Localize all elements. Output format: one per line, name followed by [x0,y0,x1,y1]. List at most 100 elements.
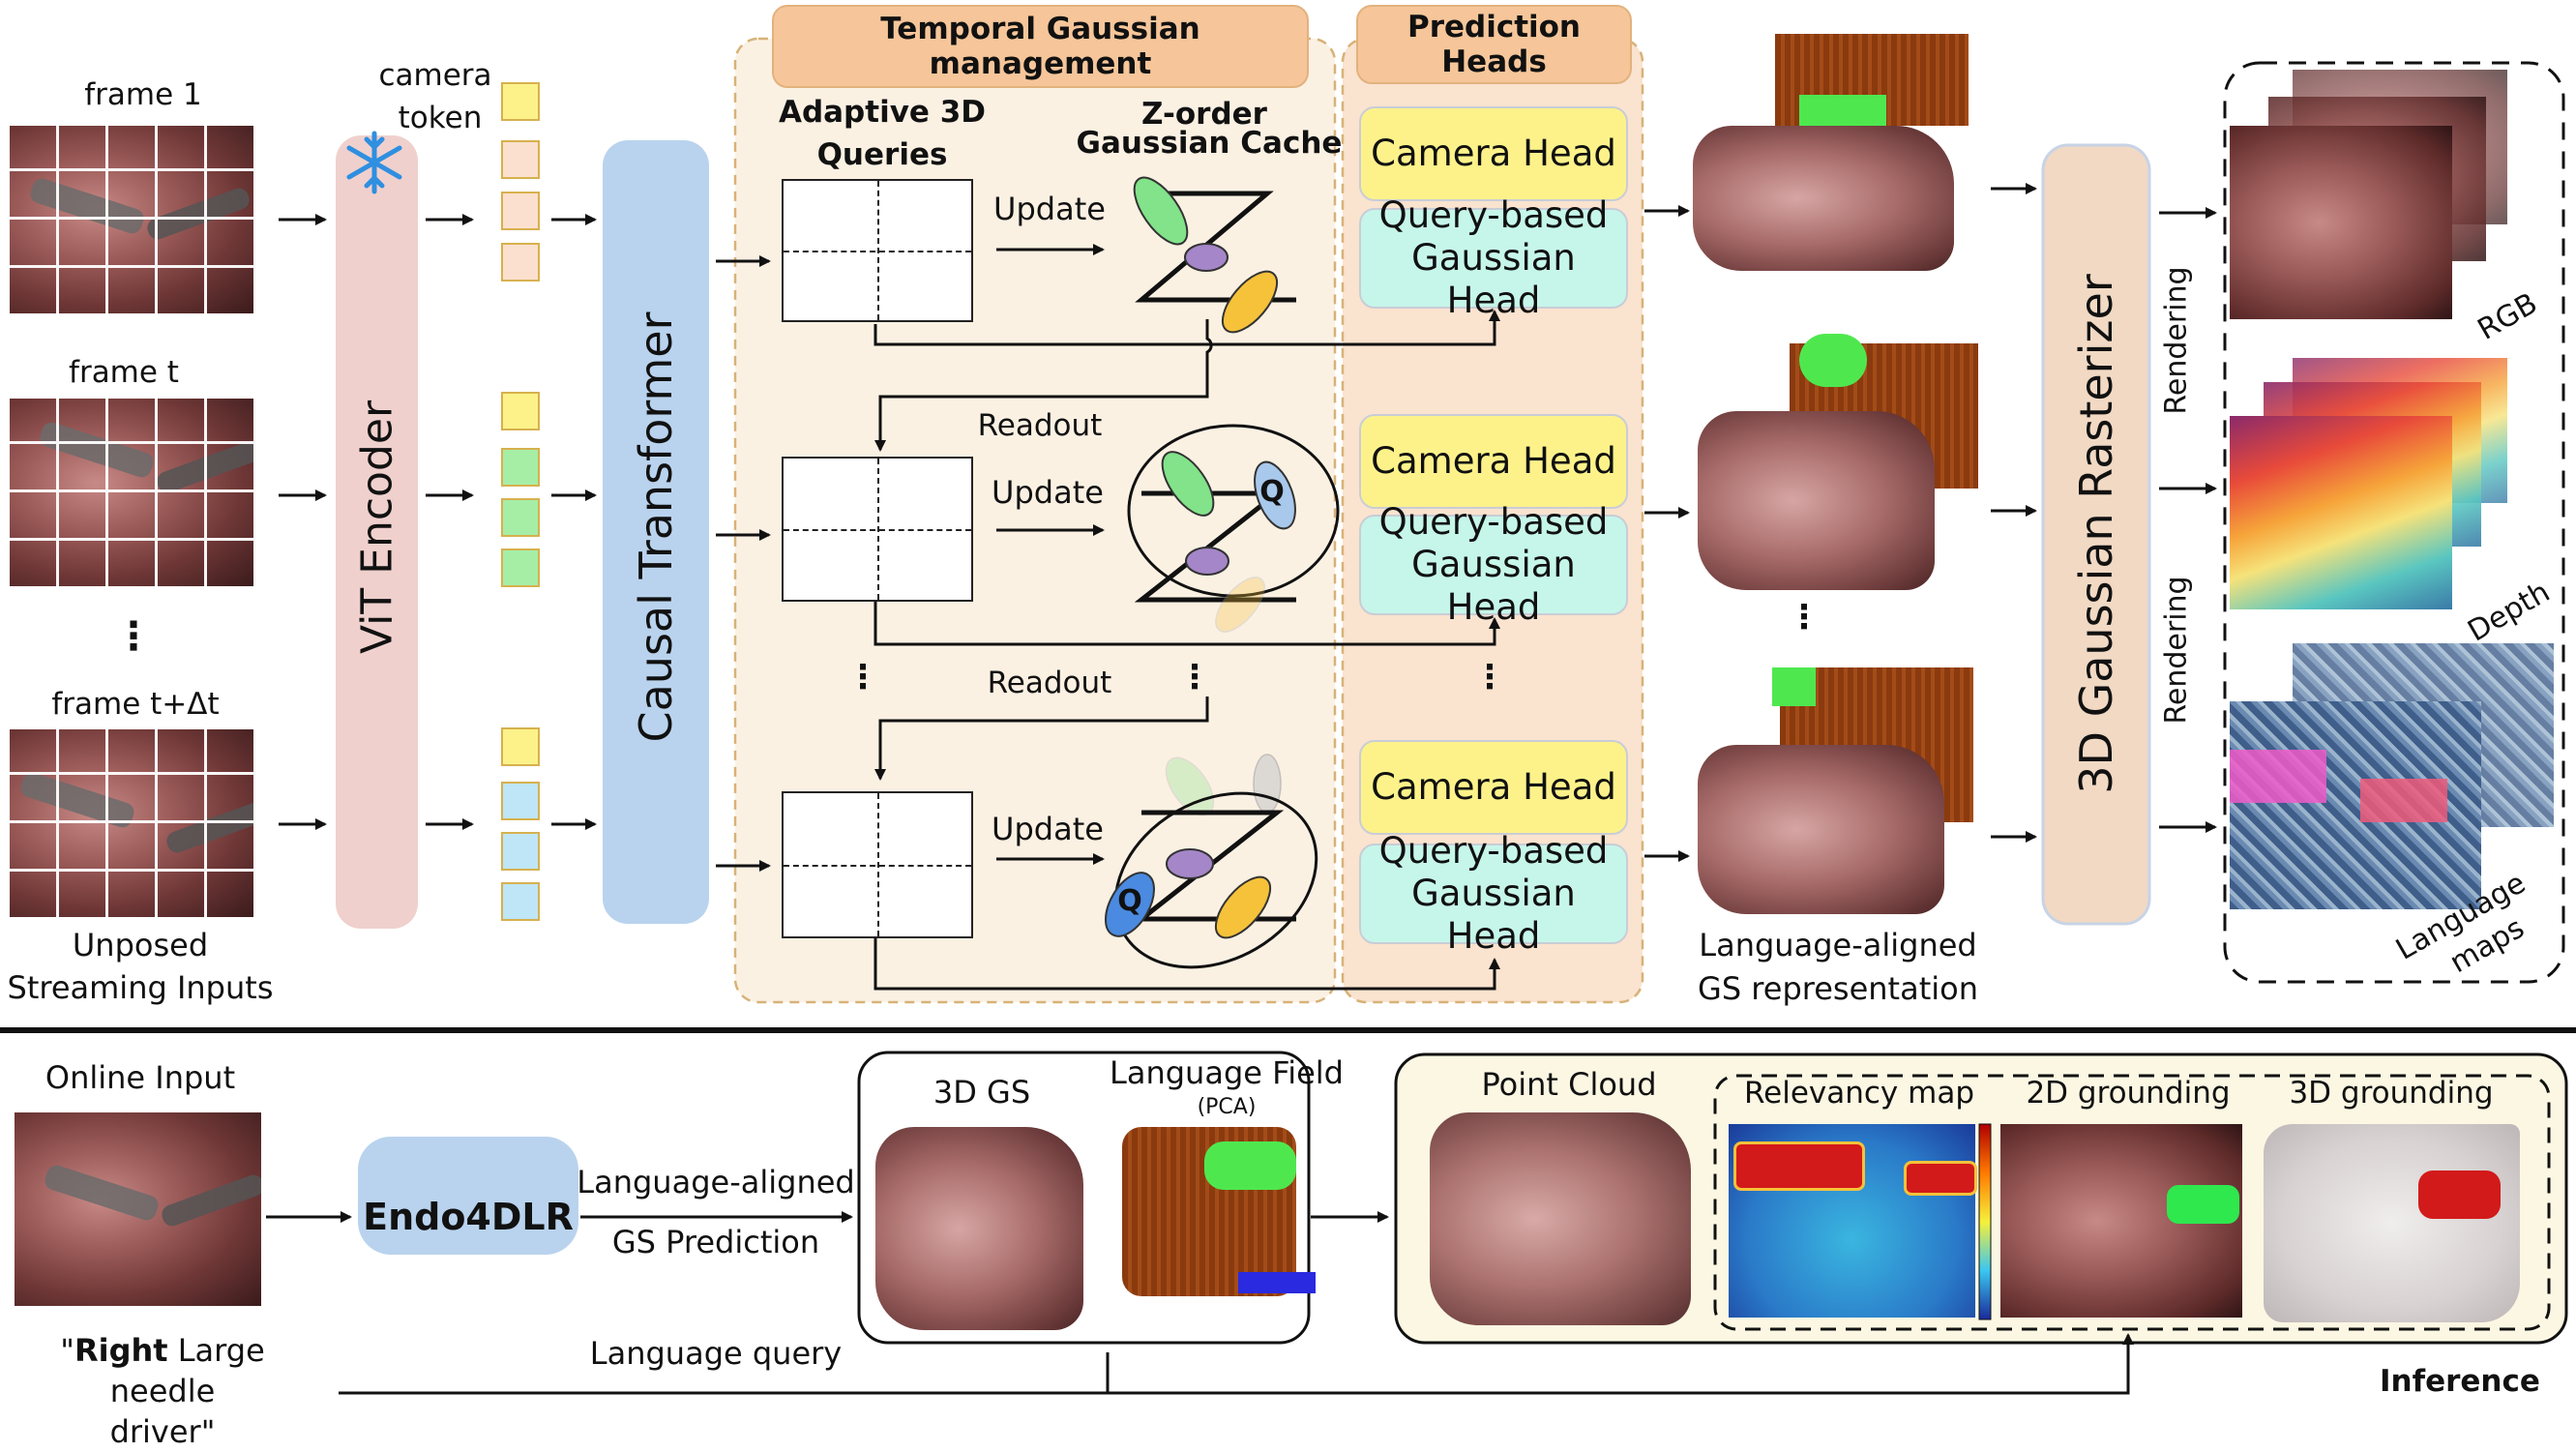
endo4dlr-block [358,1137,578,1255]
input-caption-1: Unposed [72,927,209,963]
update-label-1: Update [993,191,1106,227]
patch-token [501,782,540,820]
rendering-label-2: Rendering [2159,576,2194,725]
point-cloud-label: Point Cloud [1481,1066,1657,1103]
ellipsis-queries: ⋮ [846,658,879,696]
encoder-block [336,135,418,929]
rgb-render [2230,126,2452,319]
gs-representation-1 [1693,126,1954,271]
causal-transformer-label: Causal Transformer [630,311,682,743]
outputs-frame [2223,61,2565,984]
relevancy-label: Relevancy map [1743,1076,1975,1111]
patch-token [501,192,540,230]
language-query-label: Language query [589,1335,843,1372]
camera-head-3: Camera Head [1359,740,1628,835]
gs3d-label: 3D GS [933,1074,1031,1111]
frame-1-label: frame 1 [84,77,202,112]
ellipsis-heads: ⋮ [1473,658,1506,696]
camera-head-2: Camera Head [1359,414,1628,509]
frame-t-label: frame t [69,355,179,390]
input-frame-1 [8,124,257,315]
grounding3d-mask [2418,1170,2501,1219]
lang-highlight-pink [2230,750,2326,803]
rasterizer-block [2041,143,2151,926]
rendering-label-1: Rendering [2159,266,2194,415]
camera-token-label-2: token [398,101,483,135]
relevancy-hotspot-2 [1904,1161,1977,1196]
gs-representation-3 [1698,745,1944,914]
query-letter-3: Q [1117,884,1142,918]
online-input-image [15,1112,261,1306]
rasterizer-label: 3D Gaussian Rasterizer [2070,274,2122,794]
grounding3d-image [2264,1124,2520,1322]
frame-ellipsis: ⋮ [114,614,153,659]
camera-token [501,727,540,766]
query-letter-2: Q [1259,475,1285,509]
gs-representation-2 [1698,411,1935,590]
queries-label-1: Adaptive 3D [778,95,987,130]
update-label-3: Update [992,811,1104,847]
ellipsis-gs: ⋮ [1788,598,1821,637]
prediction-label-1: Language-aligned [577,1164,855,1200]
patch-token [501,448,540,487]
camera-token-label-1: camera [378,58,492,93]
grounding3d-label: 3D grounding [2289,1076,2494,1111]
query-panel-2 [782,457,973,602]
query-panel-1 [782,179,973,322]
language-field-label: Language Field [1110,1054,1344,1091]
point-cloud-image [1430,1112,1691,1325]
readout-label-1: Readout [977,408,1103,443]
language-field-blue [1238,1272,1316,1293]
z-order-cache-2 [1127,424,1340,633]
patch-token [501,832,540,871]
patch-token [501,243,540,282]
depth-render [2230,416,2452,609]
patch-token [501,882,540,921]
gs-highlight [1772,667,1816,706]
input-frame-t [8,397,257,588]
pca-label: (PCA) [1197,1095,1257,1119]
snowflake-icon [346,131,402,194]
gs-caption-1: Language-aligned [1699,927,1977,963]
gs-highlight [1799,334,1867,387]
queries-label-2: Queries [816,137,948,172]
grounding2d-mask [2167,1185,2239,1224]
camera-token [501,82,540,121]
input-caption-2: Streaming Inputs [7,969,274,1006]
patch-token [501,498,540,537]
transformer-block [603,140,709,924]
vit-encoder-label: ViT Encoder [352,400,402,655]
z-order-cache-3 [1105,754,1318,969]
grounding2d-label: 2D grounding [2026,1076,2231,1111]
camera-token [501,392,540,430]
input-frame-t-dt [8,727,257,919]
query-panel-3 [782,791,973,938]
inference-label: Inference [2380,1364,2540,1399]
gs3d-image [875,1127,1083,1330]
camera-head-1: Camera Head [1359,106,1628,201]
frame-t-dt-label: frame t+Δt [51,687,220,722]
ellipsis-cache: ⋮ [1178,658,1211,696]
z-order-cache-1 [1133,176,1296,334]
prediction-label-2: GS Prediction [611,1224,820,1260]
cache-label-1: Z-order [1141,97,1267,132]
relevancy-hotspot-1 [1733,1141,1865,1191]
readout-label-2: Readout [987,666,1112,700]
language-field-highlight [1204,1141,1296,1190]
cache-label-2: Gaussian Cache [1076,126,1343,161]
grounding-frame [1713,1074,2551,1331]
update-label-2: Update [992,474,1104,511]
lang-highlight-red [2360,779,2447,822]
online-input-label: Online Input [44,1059,236,1096]
prediction-header: Prediction Heads [1356,5,1632,84]
temporal-header: Temporal Gaussian management [772,5,1309,88]
endo4dlr-label: Endo4DLR [363,1196,574,1238]
patch-token [501,140,540,179]
patch-token [501,548,540,587]
architecture-diagram: frame 1 frame t ⋮ frame t+Δt Unposed Str… [0,5,2576,1450]
gs-caption-2: GS representation [1698,970,1978,1007]
